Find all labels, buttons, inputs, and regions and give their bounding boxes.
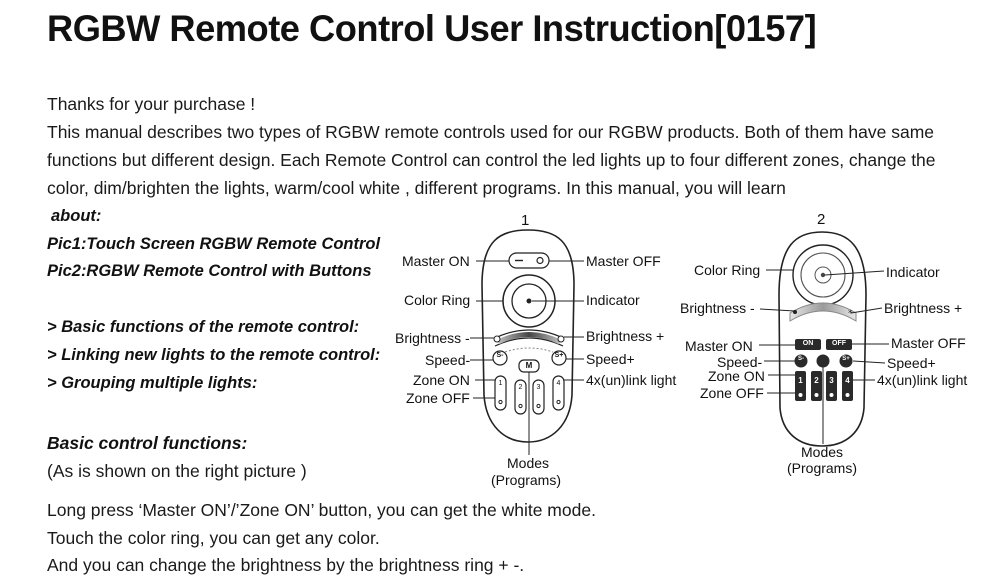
r2-zone-button-3 xyxy=(826,371,837,401)
intro-line-1: This manual describes two types of RGBW … xyxy=(47,122,935,142)
basic-note: (As is shown on the right picture ) xyxy=(47,461,307,481)
r2-speed-minus-glyph: S- xyxy=(798,356,804,362)
r2-brightness-plus-label: Brightness + xyxy=(884,300,963,316)
zone-button-2 xyxy=(514,379,527,415)
r1-indicator-label: Indicator xyxy=(586,292,640,308)
speed-plus-button xyxy=(551,350,567,366)
mode-label: M xyxy=(525,361,533,370)
r2-master-on-button xyxy=(795,339,821,350)
instruction-white-mode: Long press ‘Master ON’/’Zone ON’ button,… xyxy=(47,500,596,520)
r2-mode-button xyxy=(816,354,830,368)
zone-1-label: 1 xyxy=(498,380,503,387)
r2-speed-plus-label: Speed+ xyxy=(887,355,936,371)
r2-indicator-dot xyxy=(820,272,826,278)
r2-brightness-minus-label: Brightness - xyxy=(680,300,755,316)
r2-zone-off-label: Zone OFF xyxy=(700,385,764,401)
r2-off-glyph: OFF xyxy=(832,340,846,347)
r1-speed-plus-label: Speed+ xyxy=(586,351,635,367)
r2-zone-button-4 xyxy=(842,371,853,401)
basic-heading: Basic control functions: xyxy=(47,433,248,453)
topic-basic-functions: > Basic functions of the remote control: xyxy=(47,318,360,336)
indicator-dot xyxy=(526,298,532,304)
topic-grouping: > Grouping multiple lights: xyxy=(47,374,258,392)
r1-zone-off-label: Zone OFF xyxy=(406,390,470,406)
r2-on-glyph: ON xyxy=(802,340,814,347)
r1-master-on-label: Master ON xyxy=(402,253,470,269)
r2-speed-plus-button xyxy=(839,354,853,368)
r1-master-off-label: Master OFF xyxy=(586,253,661,269)
pic2-caption: Pic2:RGBW Remote Control with Buttons xyxy=(47,262,372,280)
r2-zone-2-glyph: 2 xyxy=(814,376,819,385)
r2-zone-4-glyph: 4 xyxy=(845,376,850,385)
r2-zone-button-2 xyxy=(811,371,822,401)
r1-brightness-minus-label: Brightness - xyxy=(395,330,470,346)
r2-zone-on-label: Zone ON xyxy=(708,368,765,384)
page-title: RGBW Remote Control User Instruction[015… xyxy=(47,8,817,49)
intro-line-3: color, dim/brighten the lights, warm/coo… xyxy=(47,178,786,198)
speed-minus-button xyxy=(492,350,508,366)
r1-color-ring-label: Color Ring xyxy=(404,292,471,308)
r2-master-on-label: Master ON xyxy=(685,338,753,354)
speed-plus-label: S+ xyxy=(554,352,564,359)
instruction-color-ring: Touch the color ring, you can get any co… xyxy=(47,528,380,548)
r2-color-ring-label: Color Ring xyxy=(694,262,761,278)
r2-speed-minus-button xyxy=(794,354,808,368)
r1-speed-minus-label: Speed- xyxy=(425,352,471,368)
thanks-line: Thanks for your purchase ! xyxy=(47,94,256,114)
topic-linking: > Linking new lights to the remote contr… xyxy=(47,346,381,364)
about-heading: about: xyxy=(51,207,102,225)
pic1-caption: Pic1:Touch Screen RGBW Remote Control xyxy=(47,235,381,253)
r1-link-label: 4x(un)link light xyxy=(586,372,677,388)
zone-2-label: 2 xyxy=(518,384,523,391)
r2-master-off-button xyxy=(826,339,852,350)
r1-modes-label: Modes xyxy=(507,455,550,471)
r2-link-label: 4x(un)link light xyxy=(877,372,968,388)
speed-minus-label: S- xyxy=(496,352,504,359)
r1-programs-label: (Programs) xyxy=(491,472,562,488)
intro-line-2: functions but different design. Each Rem… xyxy=(47,150,936,170)
r2-zone-1-glyph: 1 xyxy=(798,376,803,385)
instruction-brightness: And you can change the brightness by the… xyxy=(47,555,525,575)
r2-brightness-ring xyxy=(789,302,857,322)
r1-zone-on-label: Zone ON xyxy=(413,372,470,388)
remote-1-number: 1 xyxy=(521,212,530,229)
r2-zone-button-1 xyxy=(795,371,806,401)
svg-text:*: * xyxy=(848,309,853,319)
r2-master-off-label: Master OFF xyxy=(891,335,966,351)
remote-2-number: 2 xyxy=(817,211,826,228)
zone-button-4 xyxy=(552,375,565,411)
r2-indicator-label: Indicator xyxy=(886,264,940,280)
r2-speed-minus-label: Speed- xyxy=(717,354,763,370)
zone-4-label: 4 xyxy=(556,380,561,387)
zone-3-label: 3 xyxy=(536,384,541,391)
brightness-ring xyxy=(494,329,564,339)
zone-button-3 xyxy=(532,379,545,415)
r2-speed-plus-glyph: S+ xyxy=(842,356,850,362)
r1-brightness-plus-label: Brightness + xyxy=(586,328,665,344)
r2-modes-label: Modes xyxy=(801,444,844,460)
r2-zone-3-glyph: 3 xyxy=(829,376,834,385)
zone-button-1 xyxy=(494,375,507,411)
r2-programs-label: (Programs) xyxy=(787,460,858,476)
